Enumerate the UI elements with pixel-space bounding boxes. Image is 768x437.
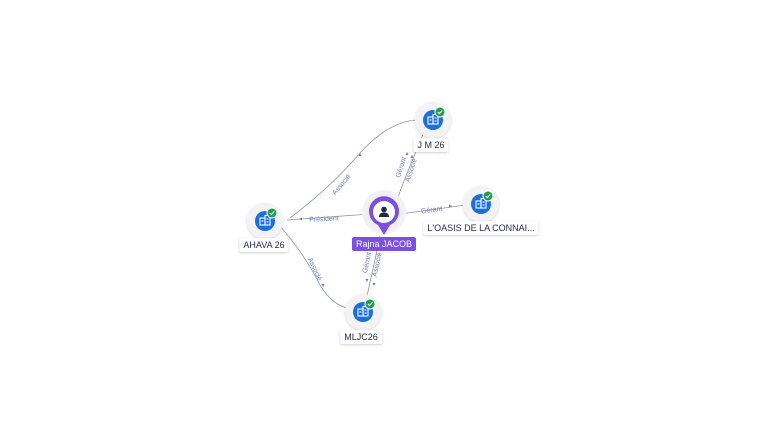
arrow-person-mljc-b — [372, 283, 376, 286]
edge-label-gerant-loasis: Gérant — [421, 206, 443, 216]
edge-labels: Associé Gérant Associé Président Gérant … — [306, 156, 443, 282]
person-node[interactable] — [362, 190, 406, 235]
company-node-ahava26[interactable] — [247, 203, 283, 239]
check-badge-icon — [434, 106, 446, 118]
person-name-label[interactable]: Rajna JACOB — [351, 237, 417, 251]
check-badge-icon — [364, 298, 376, 310]
check-badge-icon — [482, 190, 494, 202]
arrow-person-jm26-a — [405, 152, 409, 155]
arrow-person-loasis — [449, 204, 452, 208]
edge-label-gerant-mljc: Gérant — [362, 251, 373, 273]
company-node-jm26[interactable] — [415, 102, 451, 138]
person-icon — [379, 206, 389, 217]
edge-label-president: Président — [309, 215, 339, 224]
company-node-mljc26[interactable] — [345, 294, 381, 330]
arrow-person-jm26-b — [410, 155, 414, 158]
arrow-ahava-jm26 — [358, 153, 362, 156]
company-label-ahava26[interactable]: AHAVA 26 — [239, 238, 289, 252]
company-label-loasis[interactable]: L'OASIS DE LA CONNAI... — [423, 221, 539, 235]
company-label-mljc26[interactable]: MLJC26 — [340, 330, 382, 344]
edge-ahava-jm26 — [289, 119, 417, 219]
edge-label-associe-mljc: Associé — [372, 252, 384, 278]
edge-person-loasis — [399, 204, 467, 215]
arrow-person-ahava — [299, 217, 302, 221]
company-node-loasis[interactable] — [463, 186, 499, 222]
company-label-jm26[interactable]: J M 26 — [413, 138, 449, 152]
edge-ahava-mljc — [279, 225, 349, 309]
edge-label-associe-ahava-jm26: Associé — [331, 173, 352, 196]
arrow-person-mljc-a — [365, 279, 369, 282]
edge-label-associe-ahava-mljc: Associé — [306, 257, 323, 282]
check-badge-icon — [266, 207, 278, 219]
edge-arrows — [299, 152, 452, 287]
arrow-ahava-mljc — [321, 284, 325, 287]
